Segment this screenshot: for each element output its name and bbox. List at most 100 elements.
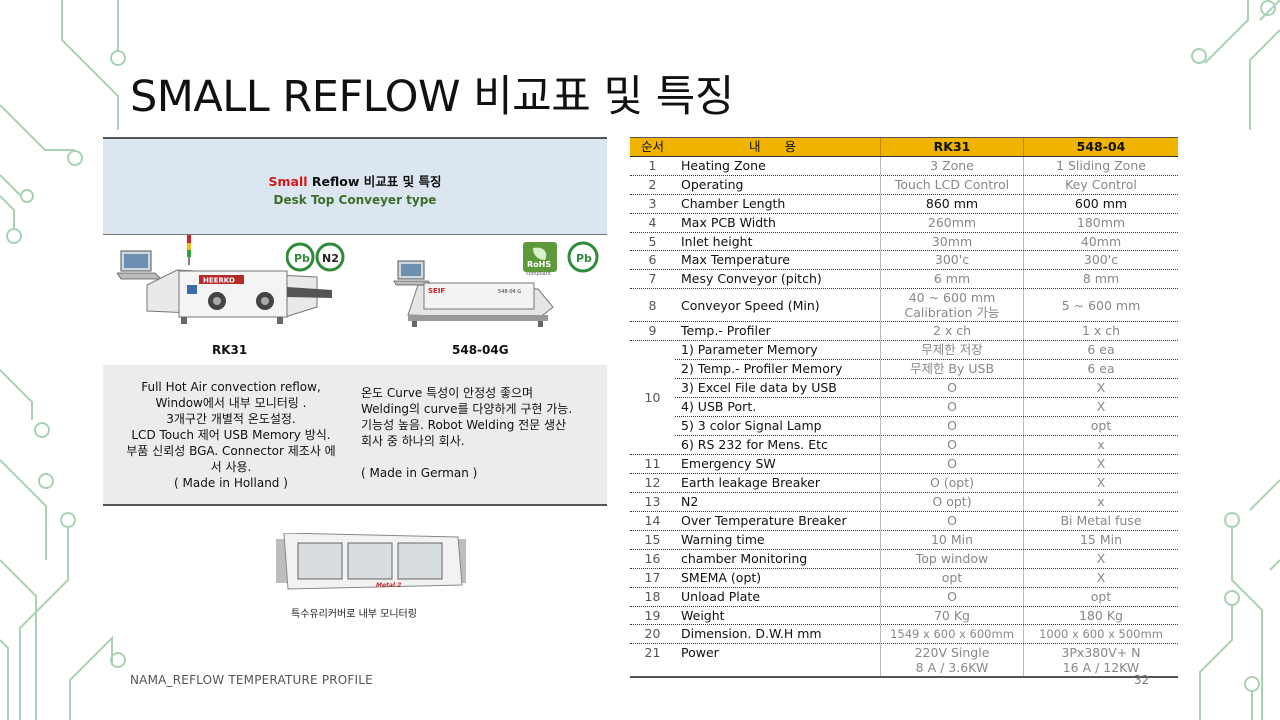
desc-line: 3개구간 개별적 온도설정. bbox=[166, 412, 296, 426]
table-row: 1 Heating Zone 3 Zone 1 Sliding Zone bbox=[630, 157, 1178, 176]
row-548: X bbox=[1023, 549, 1178, 568]
row-no: 16 bbox=[644, 550, 661, 566]
row-no: 13 bbox=[644, 494, 661, 510]
row-rk31: 860 mm bbox=[880, 194, 1023, 213]
548-badges: RoHS compliant Pb bbox=[521, 240, 605, 280]
table-row: 4 Max PCB Width 260mm 180mm bbox=[630, 213, 1178, 233]
row-548: 1000 x 600 x 500mm bbox=[1023, 625, 1178, 644]
row-item: Operating bbox=[681, 176, 744, 192]
row-item: Chamber Length bbox=[681, 195, 786, 211]
table-row: 8 Conveyor Speed (Min) 40 ~ 600 mm Calib… bbox=[630, 289, 1178, 323]
desc-spacer bbox=[361, 449, 603, 465]
spec-table: 순서 내 용 RK31 548-04 1 Heating Zone 3 Zone… bbox=[630, 137, 1178, 679]
row-no: 17 bbox=[644, 569, 661, 585]
row-548: 180 Kg bbox=[1023, 606, 1178, 625]
table-row: 17 SMEMA (opt) opt X bbox=[630, 568, 1178, 588]
table-row: 5) 3 color Signal Lamp O opt bbox=[675, 416, 1178, 436]
col-header-item: 내 용 bbox=[749, 139, 806, 154]
548-04g-machine-image: SEIF 548-04 G bbox=[393, 260, 554, 327]
desc-line: 온도 Curve 특성이 안정성 좋으며 bbox=[361, 386, 534, 400]
table-row: 2 Operating Touch LCD Control Key Contro… bbox=[630, 175, 1178, 195]
desc-line: ( Made in German ) bbox=[361, 466, 478, 480]
svg-text:Pb: Pb bbox=[294, 252, 310, 265]
row-rk31: Touch LCD Control bbox=[880, 175, 1023, 194]
row-item: Dimension. D.W.H mm bbox=[681, 626, 822, 642]
row-item: Emergency SW bbox=[681, 456, 776, 472]
product-name-rk31: RK31 bbox=[212, 343, 248, 357]
row-548: 1 x ch bbox=[1023, 322, 1178, 341]
monitor-window-image: Metal 2 bbox=[276, 533, 466, 590]
table-row: 13 N2 O opt) x bbox=[630, 493, 1178, 513]
row-no: 14 bbox=[644, 513, 661, 529]
desc-line: 부품 신뢰성 BGA. Connector 제조사 에 bbox=[126, 444, 336, 458]
row-rk31: O bbox=[880, 378, 1023, 397]
row-item: Mesy Conveyor (pitch) bbox=[681, 271, 822, 287]
desc-line: 서 사용. bbox=[210, 460, 252, 474]
table-row: 1) Parameter Memory 무제한 저장 6 ea bbox=[675, 341, 1178, 361]
row-no: 5 bbox=[648, 233, 657, 249]
rohs-icon: RoHS compliant Pb bbox=[523, 241, 599, 277]
row-item: Inlet height bbox=[681, 233, 753, 249]
row-rk31: O (opt) bbox=[880, 474, 1023, 493]
row-rk31: O bbox=[880, 455, 1023, 474]
row-rk31: O bbox=[880, 397, 1023, 416]
row-548: Key Control bbox=[1023, 175, 1178, 194]
cell-line: 8 A / 3.6KW bbox=[915, 660, 989, 676]
row-rk31: 1549 x 600 x 600mm bbox=[880, 625, 1023, 644]
row-item: SMEMA (opt) bbox=[681, 569, 762, 585]
group-body: 1) Parameter Memory 무제한 저장 6 ea 2) Temp.… bbox=[675, 341, 1178, 455]
row-no: 19 bbox=[644, 607, 661, 623]
table-row: 6 Max Temperature 300'c 300'c bbox=[630, 251, 1178, 271]
row-rk31: 40 ~ 600 mm Calibration 가능 bbox=[880, 289, 1023, 322]
row-548: 40mm bbox=[1023, 232, 1178, 251]
col-header-rk31: RK31 bbox=[880, 138, 1023, 156]
panel-header-title: Small Reflow 비교표 및 특징 bbox=[103, 171, 607, 190]
desc-line: 기능성 높음. Robot Welding 전문 생산 bbox=[361, 418, 567, 432]
row-item: N2 bbox=[681, 494, 699, 510]
table-row: 7 Mesy Conveyor (pitch) 6 mm 8 mm bbox=[630, 270, 1178, 290]
row-rk31: O opt) bbox=[880, 493, 1023, 512]
row-548: opt bbox=[1023, 416, 1178, 435]
row-no: 12 bbox=[644, 475, 661, 491]
table-row: 4) USB Port. O X bbox=[675, 397, 1178, 417]
table-row: 3 Chamber Length 860 mm 600 mm bbox=[630, 194, 1178, 214]
row-548: Bi Metal fuse bbox=[1023, 512, 1178, 531]
svg-text:HEERKO: HEERKO bbox=[203, 277, 235, 285]
row-rk31: O bbox=[880, 435, 1023, 455]
row-no: 18 bbox=[644, 588, 661, 604]
table-row: 15 Warning time 10 Min 15 Min bbox=[630, 531, 1178, 550]
row-item: Warning time bbox=[681, 532, 765, 548]
row-548: 6 ea bbox=[1023, 360, 1178, 378]
product-panel: Small Reflow 비교표 및 특징 Desk Top Conveyer … bbox=[103, 137, 607, 507]
pb-free-icon: Pb N2 bbox=[285, 242, 345, 272]
panel-header: Small Reflow 비교표 및 특징 Desk Top Conveyer … bbox=[103, 137, 607, 235]
row-548: x bbox=[1023, 435, 1178, 455]
row-item: Over Temperature Breaker bbox=[681, 513, 847, 529]
col-header-no: 순서 bbox=[640, 139, 664, 154]
row-no: 1 bbox=[648, 158, 657, 173]
desc-line: ( Made in Holland ) bbox=[174, 476, 288, 490]
row-rk31: 260mm bbox=[880, 213, 1023, 232]
row-rk31: 무제한 By USB bbox=[880, 360, 1023, 378]
row-rk31: O bbox=[880, 512, 1023, 531]
row-548: 300'c bbox=[1023, 251, 1178, 270]
svg-text:RoHS: RoHS bbox=[527, 260, 551, 269]
row-item: Max PCB Width bbox=[681, 214, 776, 230]
row-item: Conveyor Speed (Min) bbox=[681, 298, 820, 314]
cell-line: 3Px380V+ N bbox=[1061, 645, 1141, 661]
548-description: 온도 Curve 특성이 안정성 좋으며 Welding의 curve를 다양하… bbox=[361, 385, 603, 481]
row-rk31: 220V Single 8 A / 3.6KW bbox=[880, 644, 1023, 677]
cell-line: 220V Single bbox=[914, 645, 990, 661]
svg-text:compliant: compliant bbox=[526, 271, 551, 276]
desc-line: Welding의 curve를 다양하게 구현 가능. bbox=[361, 402, 573, 416]
row-no: 3 bbox=[648, 195, 657, 211]
svg-text:548-04 G: 548-04 G bbox=[498, 289, 521, 295]
row-no: 11 bbox=[644, 456, 661, 472]
row-548: 3Px380V+ N 16 A / 12KW bbox=[1023, 644, 1178, 677]
rk31-badges: Pb N2 bbox=[285, 242, 346, 276]
desc-line: LCD Touch 제어 USB Memory 방식. bbox=[131, 428, 331, 442]
row-item: Unload Plate bbox=[681, 588, 761, 604]
row-no: 9 bbox=[648, 323, 657, 339]
row-rk31: O bbox=[880, 416, 1023, 435]
row-548: 1 Sliding Zone bbox=[1023, 157, 1178, 175]
